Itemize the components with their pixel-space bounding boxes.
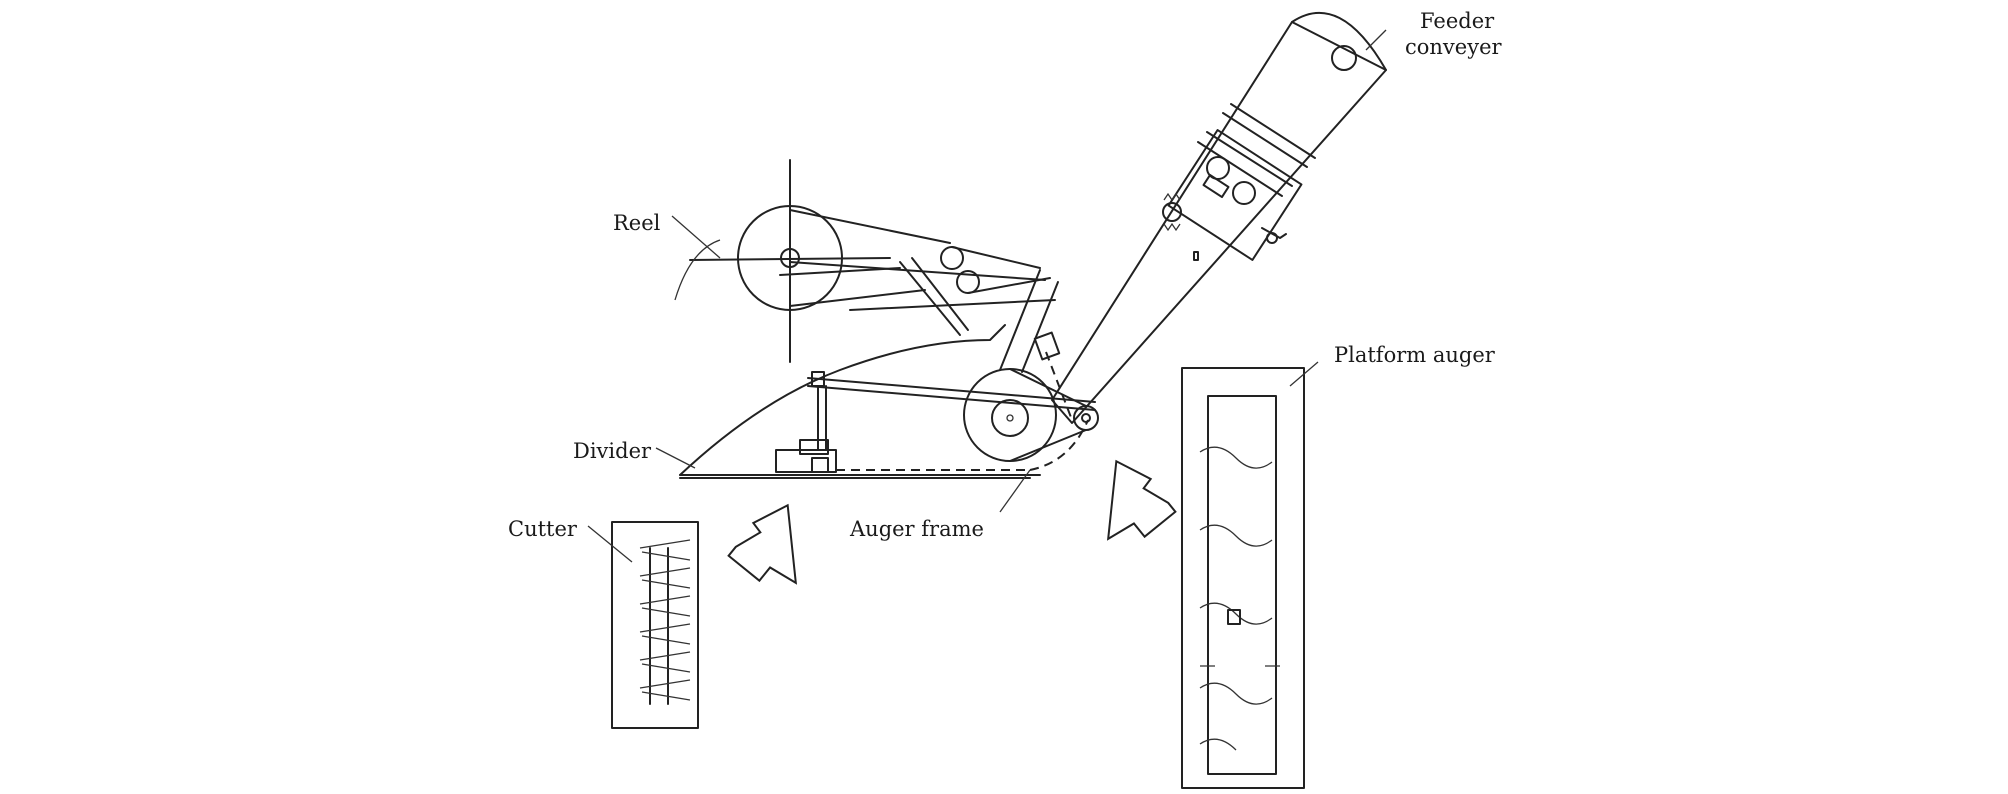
platform-auger-inset [1181, 367, 1305, 789]
reel [674, 159, 1061, 363]
platform-auger-label: Platform auger [1334, 343, 1496, 367]
cutter-label: Cutter [508, 517, 578, 541]
platform-body [679, 269, 1099, 479]
reel-label: Reel [613, 211, 661, 235]
feeder-conveyer-label-line2: conveyer [1405, 35, 1503, 59]
flow-arrow-left [727, 503, 798, 585]
feeder-conveyer-label-line1: Feeder [1420, 9, 1495, 33]
auger-frame-label: Auger frame [849, 517, 984, 541]
divider-label: Divider [573, 439, 652, 463]
cutter-inset [611, 521, 699, 729]
flow-arrow-right [1106, 459, 1177, 541]
feeder-conveyer [1051, 12, 1387, 424]
leader-lines [587, 29, 1387, 563]
